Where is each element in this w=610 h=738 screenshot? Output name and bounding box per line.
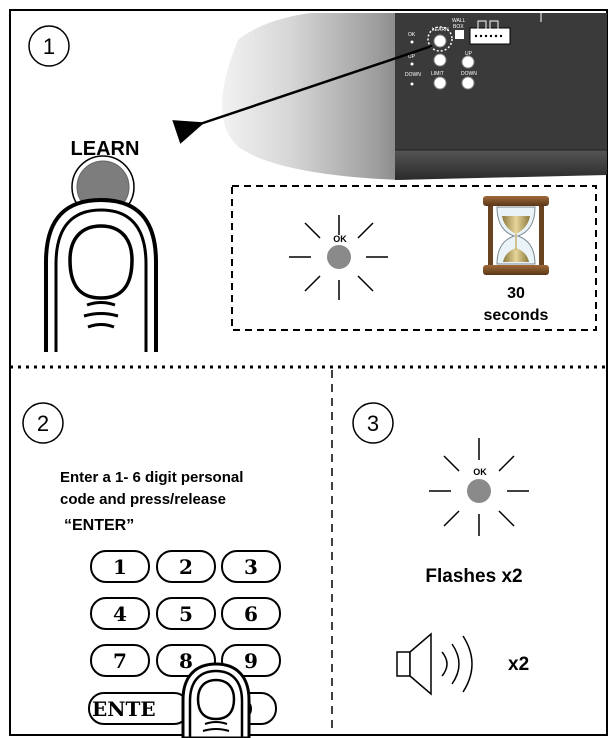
key-label-8: 8 [179,649,193,673]
instruction-line-2: code and press/release [60,491,226,508]
step-badge-3: 3 [352,402,394,444]
flash-text: Flashes x2 [425,566,522,587]
step-number-2: 2 [37,411,49,436]
key-label-5: 5 [179,602,193,626]
opener-label-wall: WALL [452,18,466,24]
key-label-7: 7 [113,649,127,673]
outer-frame [9,9,608,736]
learn-label: LEARN [71,138,140,160]
key-label-4: 4 [113,602,127,626]
key-1: 1 [90,550,150,583]
key-3: 3 [221,550,281,583]
finger-press-icon [44,155,158,352]
key-label-6: 6 [244,602,258,626]
led-indicator-icon: OK [289,215,388,300]
opener-limit-button [433,76,447,90]
ok-label-step-3: OK [473,467,487,477]
opener-up-button [461,55,475,69]
key-enter: ENTE [88,692,190,725]
step-badge-1: 1 [28,25,70,67]
hourglass-icon [483,196,549,275]
speaker-icon [396,632,473,696]
opener-down-button [461,76,475,90]
key-7: 7 [90,644,150,677]
ok-label: OK [333,234,347,244]
key-label-9: 9 [244,649,258,673]
instruction-line-1: Enter a 1- 6 digit personal [60,469,243,486]
opener-label-limit: LIMIT [431,71,444,77]
key-label-1: 1 [113,555,127,579]
key-label-3: 3 [244,555,258,579]
key-4: 4 [90,597,150,630]
timer-value: 30 [507,285,525,302]
ok-led [327,245,351,269]
arrow-icon [172,44,433,144]
step-badge-2: 2 [22,402,64,444]
wall-box-terminal [455,30,464,39]
ok-led-step-3 [467,479,491,503]
opener-button-mid [433,53,447,67]
opener-label-learn: LEARN [432,27,449,33]
learn-button-highlight [427,26,453,52]
timer-unit: seconds [484,307,549,324]
panel-step-2: 2 Enter a 1- 6 digit personal code and p… [22,402,281,738]
led-indicator-icon: OK [429,438,529,536]
opener-unit: WALL BOX OK LEARN UP DOWN LIMIT UP DOWN [221,13,607,180]
opener-label-down-right: DOWN [461,71,477,77]
opener-label-down-left: DOWN [405,72,421,78]
key-label-enter: ENTE [92,697,156,721]
step-number-1: 1 [43,34,55,59]
finger-keypad-icon [181,662,251,738]
opener-label-box: BOX [453,24,464,30]
opener-learn-button [433,34,447,48]
key-6: 6 [221,597,281,630]
key-2: 2 [156,550,216,583]
opener-label-ok: OK [408,32,416,38]
panel-step-3: 3 OK Flashes x2 x2 [352,402,529,696]
beep-count: x2 [508,654,529,675]
key-label-2: 2 [179,555,193,579]
opener-label-up-left: UP [408,54,416,60]
instruction-line-3: “ENTER” [64,517,134,534]
opener-label-up-right: UP [465,51,473,57]
step-number-3: 3 [367,411,379,436]
panel-step-1: 1 WALL BOX OK LEARN UP [28,13,607,352]
status-box [231,185,597,331]
key-5: 5 [156,597,216,630]
